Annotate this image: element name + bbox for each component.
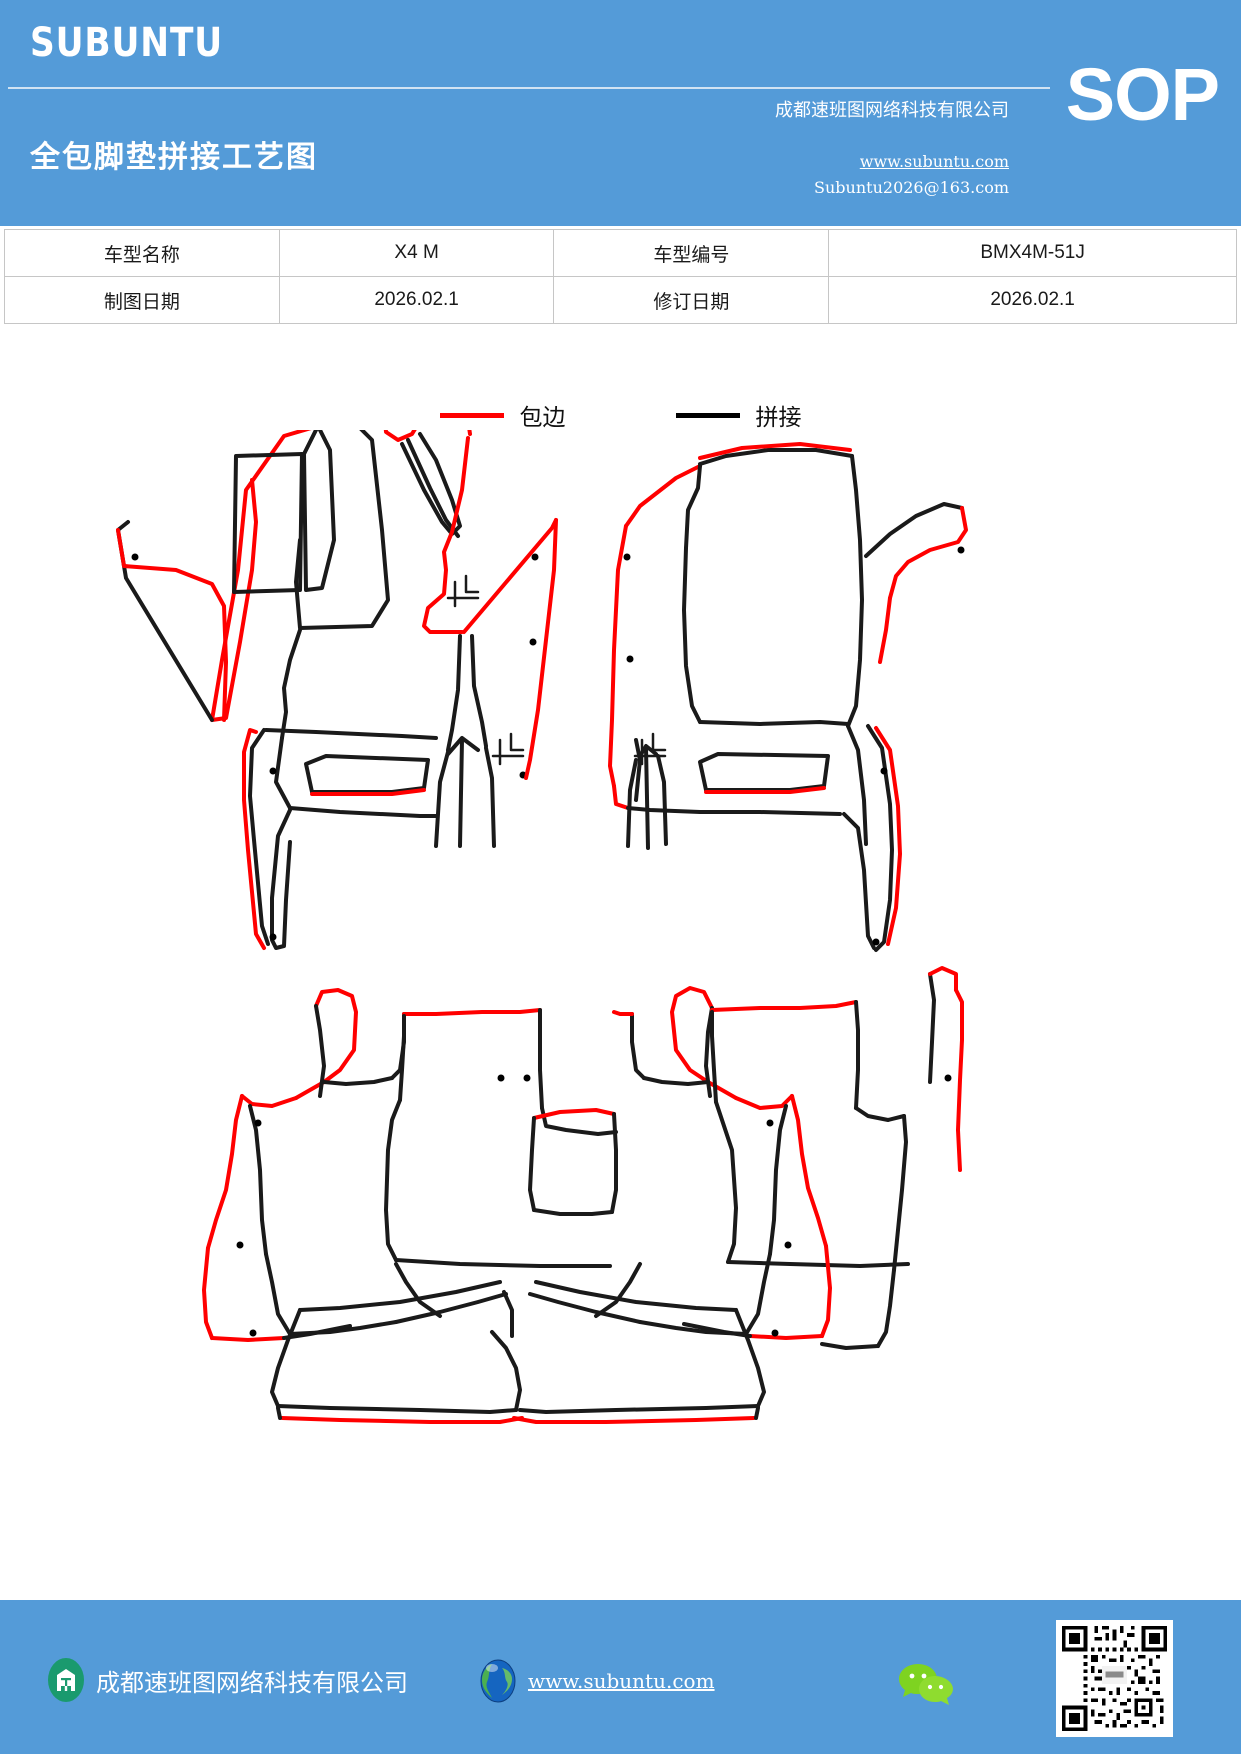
label-draw-date: 制图日期 xyxy=(4,276,280,324)
footer-website-block[interactable]: www.subuntu.com xyxy=(478,1658,715,1704)
header-website-link[interactable]: www.subuntu.com xyxy=(859,152,1009,171)
rear-right-mat xyxy=(512,966,964,1424)
value-draw-date: 2026.02.1 xyxy=(278,276,555,324)
label-model-code: 车型编号 xyxy=(553,229,830,277)
brand-logo: SUBUNTU xyxy=(30,20,224,66)
legend-label-binding: 包边 xyxy=(519,405,566,431)
page-header: SUBUNTU 全包脚垫拼接工艺图 成都速班图网络科技有限公司 www.subu… xyxy=(0,0,1241,226)
page-footer: 成都速班图网络科技有限公司 www.subuntu.com xyxy=(0,1600,1241,1754)
red-line-swatch-icon xyxy=(439,412,504,418)
center-tunnel-mat xyxy=(528,1108,618,1216)
center-red-divider xyxy=(524,518,558,780)
drawing-legend: 包边 拼接 xyxy=(0,398,1241,432)
legend-item-splice: 拼接 xyxy=(675,398,802,432)
qr-code[interactable] xyxy=(1056,1620,1173,1737)
header-email: Subuntu2026@163.com xyxy=(814,178,1009,197)
wechat-icon xyxy=(898,1662,954,1708)
footer-website-url[interactable]: www.subuntu.com xyxy=(528,1669,715,1693)
table-row: 制图日期 2026.02.1 修订日期 2026.02.1 xyxy=(4,276,1237,324)
rear-left-mat xyxy=(202,988,618,1424)
document-title: 全包脚垫拼接工艺图 xyxy=(30,140,318,175)
legend-label-splice: 拼接 xyxy=(755,405,802,431)
technical-drawing xyxy=(0,430,1241,1590)
footer-company-name: 成都速班图网络科技有限公司 xyxy=(96,1668,408,1697)
label-revision-date: 修订日期 xyxy=(553,276,830,324)
front-right-mat xyxy=(608,442,968,952)
value-model-name: X4 M xyxy=(278,229,555,277)
floor-mat-pattern-svg xyxy=(116,430,968,1424)
legend-item-binding: 包边 xyxy=(439,398,566,432)
value-revision-date: 2026.02.1 xyxy=(828,276,1237,324)
stop-markers xyxy=(446,574,667,766)
header-divider xyxy=(8,87,1050,89)
sop-badge: SOP xyxy=(1065,53,1220,136)
header-company-name: 成都速班图网络科技有限公司 xyxy=(775,100,1009,121)
label-model-name: 车型名称 xyxy=(4,229,280,277)
black-line-swatch-icon xyxy=(675,412,740,418)
footer-company-block: 成都速班图网络科技有限公司 xyxy=(48,1658,408,1702)
globe-icon xyxy=(478,1658,518,1704)
vehicle-info-table: 车型名称 X4 M 车型编号 BMX4M-51J 制图日期 2026.02.1 … xyxy=(4,229,1237,324)
building-icon xyxy=(48,1658,84,1702)
table-row: 车型名称 X4 M 车型编号 BMX4M-51J xyxy=(4,229,1237,277)
value-model-code: BMX4M-51J xyxy=(828,229,1237,277)
front-left-mat xyxy=(116,430,558,950)
